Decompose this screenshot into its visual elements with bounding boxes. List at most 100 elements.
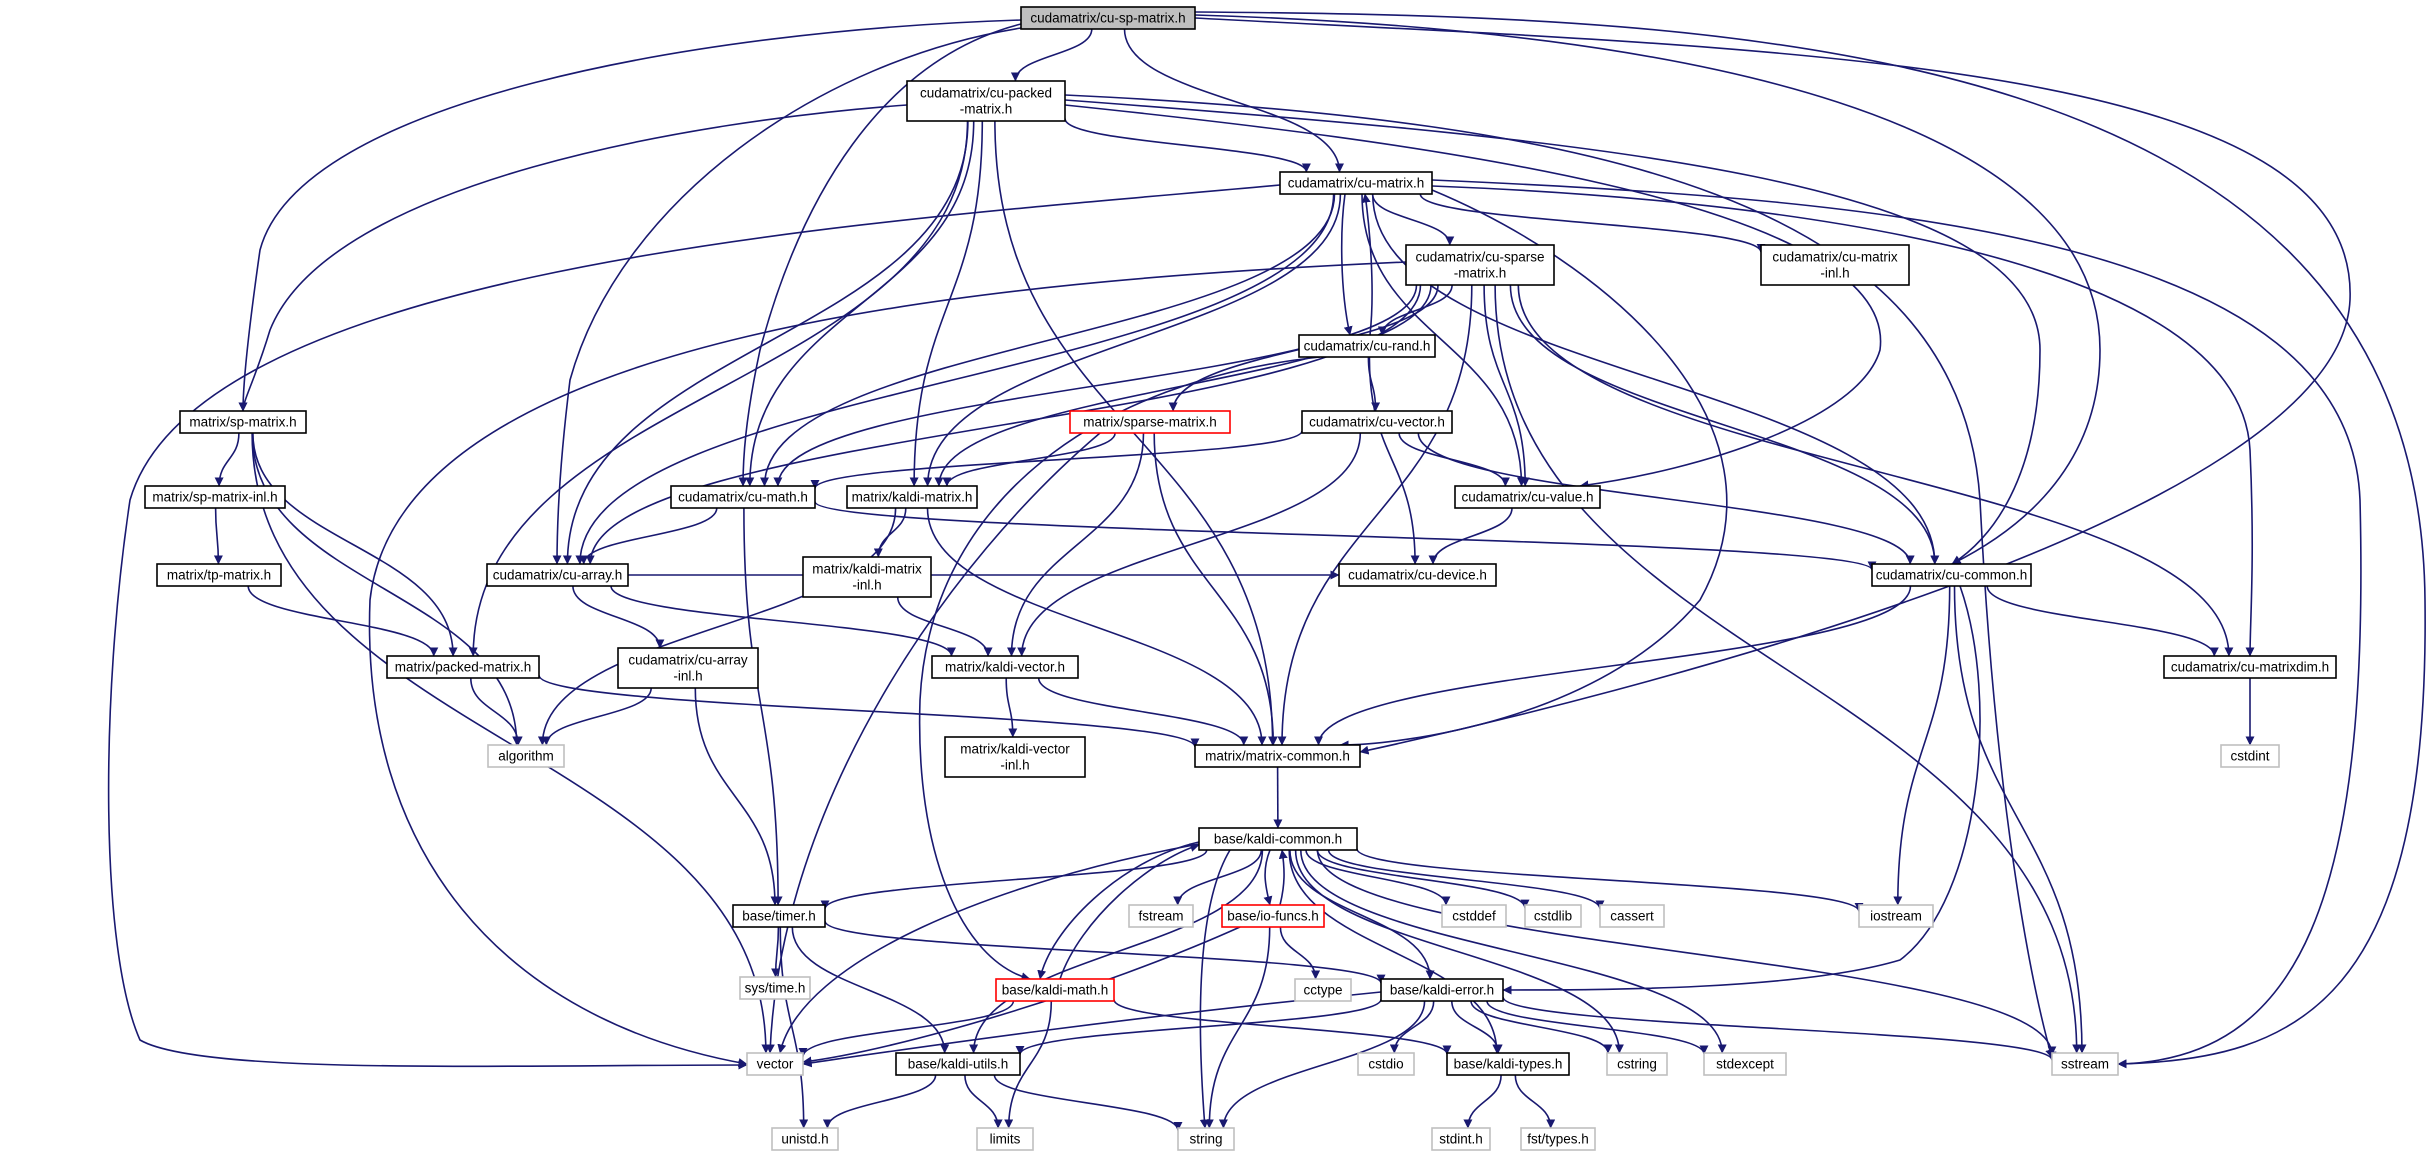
node-cu-matrix[interactable]: cudamatrix/cu-matrix.h xyxy=(1279,171,1433,195)
node-cu-rand[interactable]: cudamatrix/cu-rand.h xyxy=(1298,334,1436,358)
node-cassert: cassert xyxy=(1599,904,1665,928)
edge-kaldi-error-to-cstring xyxy=(1470,1000,1613,1054)
node-cu-device[interactable]: cudamatrix/cu-device.h xyxy=(1338,563,1497,587)
edge-kaldi-utils-to-string xyxy=(993,1074,1183,1131)
node-stdexcept: stdexcept xyxy=(1703,1052,1787,1076)
node-label: algorithm xyxy=(498,749,554,764)
node-kaldi-utils[interactable]: base/kaldi-utils.h xyxy=(895,1052,1021,1076)
edge-cu-packed-matrix-to-cu-common xyxy=(1064,99,2041,565)
node-label: matrix/sp-matrix-inl.h xyxy=(152,490,277,505)
node-kaldi-types[interactable]: base/kaldi-types.h xyxy=(1446,1052,1570,1076)
node-cstdlib: cstdlib xyxy=(1524,904,1582,928)
node-kaldi-matrix[interactable]: matrix/kaldi-matrix.h xyxy=(846,485,978,509)
node-cu-sp-matrix[interactable]: cudamatrix/cu-sp-matrix.h xyxy=(1020,6,1196,30)
node-label: cstring xyxy=(1617,1057,1657,1072)
edge-cu-sp-matrix-to-cu-matrix xyxy=(1123,28,1344,173)
node-cu-common[interactable]: cudamatrix/cu-common.h xyxy=(1871,563,2032,587)
node-label: unistd.h xyxy=(781,1132,828,1147)
node-kaldi-matrix-inl[interactable]: matrix/kaldi-matrix-inl.h xyxy=(802,556,932,598)
node-cu-matrixdim[interactable]: cudamatrix/cu-matrixdim.h xyxy=(2163,655,2337,679)
node-label: base/kaldi-types.h xyxy=(1454,1057,1563,1072)
edge-kaldi-vector-to-matrix-common xyxy=(1037,677,1249,746)
edge-sp-matrix-to-sp-matrix-inl xyxy=(214,432,240,487)
node-box xyxy=(1128,904,1194,928)
node-box xyxy=(1069,410,1231,434)
node-sparse-matrix[interactable]: matrix/sparse-matrix.h xyxy=(1069,410,1231,434)
edge-kaldi-error-to-string xyxy=(1218,1000,1426,1129)
edge-cu-packed-matrix-to-sp-matrix xyxy=(238,104,908,412)
node-sp-matrix[interactable]: matrix/sp-matrix.h xyxy=(179,410,307,434)
edge-packed-matrix-to-matrix-common xyxy=(538,674,1200,748)
node-label: stdint.h xyxy=(1439,1132,1483,1147)
edge-cu-sp-matrix-to-cu-math xyxy=(738,23,1022,487)
edge-cu-vector-to-cu-math xyxy=(810,430,1303,489)
node-box xyxy=(802,556,932,598)
node-cu-packed-matrix[interactable]: cudamatrix/cu-packed-matrix.h xyxy=(906,80,1066,122)
edge-kaldi-error-to-kaldi-utils xyxy=(1015,998,1382,1055)
node-io-funcs[interactable]: base/io-funcs.h xyxy=(1221,904,1325,928)
node-sp-matrix-inl[interactable]: matrix/sp-matrix-inl.h xyxy=(144,485,286,509)
node-label: -inl.h xyxy=(1000,758,1029,773)
node-label: -matrix.h xyxy=(960,102,1013,117)
edge-kaldi-error-to-kaldi-types xyxy=(1451,1000,1503,1054)
edge-cu-matrix-to-kaldi-matrix xyxy=(923,193,1342,487)
edge-kaldi-math-to-limits xyxy=(1004,1000,1053,1129)
edge-kaldi-types-to-fst-types xyxy=(1514,1074,1556,1129)
edge-sparse-matrix-to-vector xyxy=(765,432,1101,1054)
edge-cu-packed-matrix-to-packed-matrix xyxy=(468,120,969,657)
node-label: string xyxy=(1189,1132,1222,1147)
edge-cu-sp-matrix-to-sp-matrix xyxy=(238,19,1022,412)
node-cstdint: cstdint xyxy=(2220,744,2280,768)
edge-cu-value-to-cu-device xyxy=(1428,507,1513,565)
node-cu-matrix-inl[interactable]: cudamatrix/cu-matrix-inl.h xyxy=(1760,244,1910,286)
edge-cu-matrix-to-vector xyxy=(107,184,1281,1070)
node-label: base/io-funcs.h xyxy=(1227,909,1319,924)
node-vector: vector xyxy=(746,1052,804,1076)
node-box xyxy=(1298,334,1436,358)
node-kaldi-vector-inl[interactable]: matrix/kaldi-vector-inl.h xyxy=(944,736,1086,778)
edge-kaldi-math-to-vector xyxy=(798,1000,1015,1058)
node-tp-matrix[interactable]: matrix/tp-matrix.h xyxy=(156,563,282,587)
edge-kaldi-common-to-fstream xyxy=(1173,849,1263,906)
node-label: cudamatrix/cu-sparse xyxy=(1415,250,1544,265)
node-label: sstream xyxy=(2061,1057,2109,1072)
node-kaldi-common[interactable]: base/kaldi-common.h xyxy=(1198,827,1358,851)
node-packed-matrix[interactable]: matrix/packed-matrix.h xyxy=(386,655,540,679)
node-box xyxy=(1405,244,1555,286)
node-kaldi-vector[interactable]: matrix/kaldi-vector.h xyxy=(931,655,1079,679)
node-label: matrix/packed-matrix.h xyxy=(395,660,532,675)
edge-cu-array-inl-to-algorithm xyxy=(541,687,652,746)
node-cu-math[interactable]: cudamatrix/cu-math.h xyxy=(670,485,816,509)
edge-cu-sparse-matrix-to-cu-rand xyxy=(1377,284,1453,336)
node-cu-sparse-matrix[interactable]: cudamatrix/cu-sparse-matrix.h xyxy=(1405,244,1555,286)
node-cu-array[interactable]: cudamatrix/cu-array.h xyxy=(486,563,629,587)
node-cu-array-inl[interactable]: cudamatrix/cu-array-inl.h xyxy=(617,647,759,689)
node-box xyxy=(1446,1052,1570,1076)
node-label: matrix/kaldi-matrix.h xyxy=(852,490,973,505)
node-matrix-common[interactable]: matrix/matrix-common.h xyxy=(1194,744,1361,768)
edge-cu-rand-to-cu-vector xyxy=(1367,356,1381,412)
edge-timer-to-unistd xyxy=(779,926,809,1129)
node-label: cudamatrix/cu-matrix.h xyxy=(1288,176,1425,191)
edge-sp-matrix-to-algorithm xyxy=(251,432,522,746)
edge-cu-packed-matrix-to-kaldi-matrix xyxy=(909,120,984,487)
edge-kaldi-matrix-to-kaldi-matrix-inl xyxy=(873,507,907,558)
edge-kaldi-common-to-cstddef xyxy=(1305,849,1451,906)
node-box xyxy=(906,80,1066,122)
node-box xyxy=(1441,904,1507,928)
edge-sp-matrix-to-packed-matrix xyxy=(252,432,458,657)
edge-cu-sparse-matrix-to-sstream xyxy=(1494,284,2082,1054)
edge-kaldi-common-to-cstdlib xyxy=(1316,849,1530,909)
node-label: matrix/kaldi-vector xyxy=(960,742,1070,757)
edge-sparse-matrix-to-matrix-common xyxy=(1153,432,1278,746)
edge-cu-packed-matrix-to-cu-value xyxy=(1064,104,1882,490)
edge-cu-matrix-to-sstream xyxy=(1431,179,2362,1069)
node-box xyxy=(944,736,1086,778)
node-cu-value[interactable]: cudamatrix/cu-value.h xyxy=(1454,485,1601,509)
node-kaldi-error[interactable]: base/kaldi-error.h xyxy=(1380,978,1504,1002)
node-kaldi-math[interactable]: base/kaldi-math.h xyxy=(995,978,1115,1002)
node-fst-types: fst/types.h xyxy=(1520,1127,1596,1151)
node-timer[interactable]: base/timer.h xyxy=(732,904,826,928)
node-cu-vector[interactable]: cudamatrix/cu-vector.h xyxy=(1301,410,1453,434)
